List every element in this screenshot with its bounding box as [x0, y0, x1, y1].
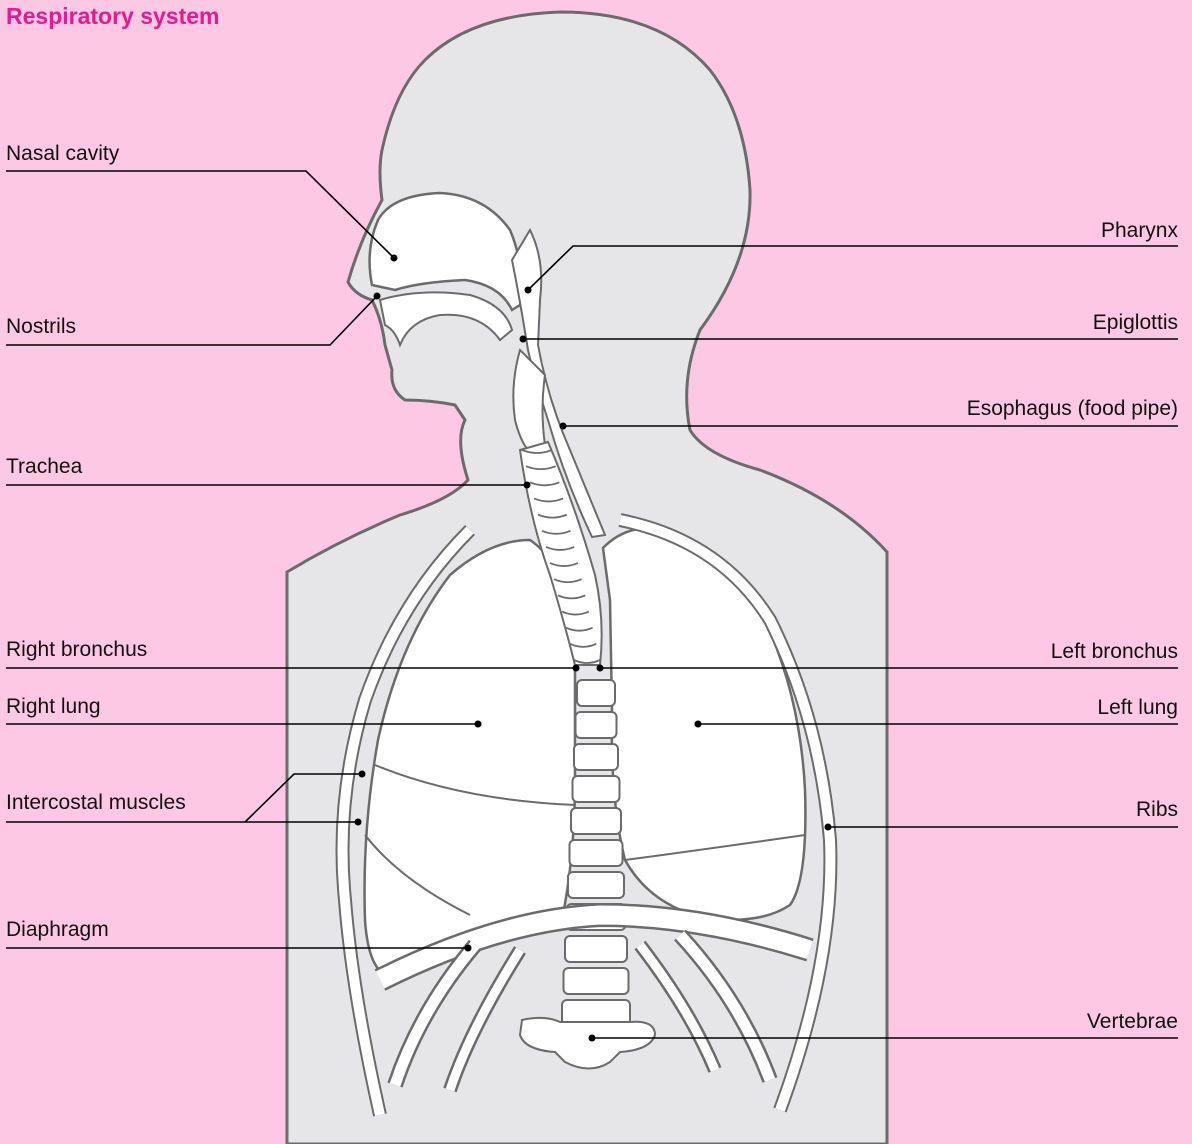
diagram-title: Respiratory system [6, 3, 220, 30]
label-diaphragm: Diaphragm [6, 918, 109, 942]
vertebra-segment [568, 872, 624, 898]
label-vertebrae: Vertebrae [1087, 1010, 1178, 1034]
label-left-bronchus: Left bronchus [1051, 640, 1178, 664]
vertebra-segment [565, 936, 627, 962]
vertebra-segment [574, 744, 618, 770]
label-pharynx: Pharynx [1101, 219, 1178, 243]
vertebra-segment [570, 840, 623, 866]
label-left-lung: Left lung [1097, 696, 1178, 720]
label-trachea: Trachea [6, 455, 82, 479]
label-nasal-cavity: Nasal cavity [6, 142, 119, 166]
label-right-lung: Right lung [6, 695, 101, 719]
vertebra-segment [576, 712, 617, 738]
label-epiglottis: Epiglottis [1093, 311, 1178, 335]
label-nostrils: Nostrils [6, 315, 76, 339]
label-esophagus: Esophagus (food pipe) [967, 397, 1178, 421]
label-intercostal-muscles: Intercostal muscles [6, 791, 186, 815]
vertebra-segment [577, 680, 615, 706]
vertebra-segment [573, 776, 620, 802]
label-right-bronchus: Right bronchus [6, 638, 147, 662]
vertebra-segment [564, 968, 629, 994]
label-ribs: Ribs [1136, 798, 1178, 822]
leader-nasal-cavity [6, 171, 394, 258]
vertebra-segment [571, 808, 621, 834]
